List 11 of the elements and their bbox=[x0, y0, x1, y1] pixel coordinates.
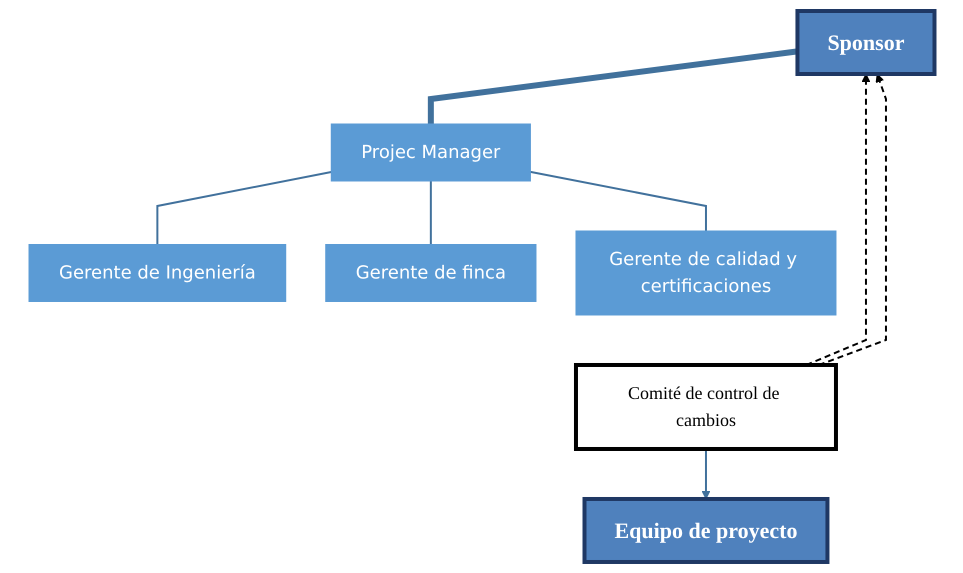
connector bbox=[530, 170, 707, 231]
node-box: Gerente de Ingeniería bbox=[28, 244, 286, 302]
node-box: Gerente de calidad y certificaciones bbox=[575, 230, 836, 316]
connector bbox=[430, 181, 432, 244]
node-box: Gerente de finca bbox=[324, 244, 536, 302]
connector bbox=[156, 171, 332, 244]
arrow bbox=[701, 449, 710, 500]
node-box: Comité de control de cambios bbox=[574, 363, 838, 451]
node-box: Projec Manager bbox=[330, 124, 531, 182]
node-box: Sponsor bbox=[795, 9, 936, 76]
node-box: Equipo de proyecto bbox=[582, 496, 830, 564]
